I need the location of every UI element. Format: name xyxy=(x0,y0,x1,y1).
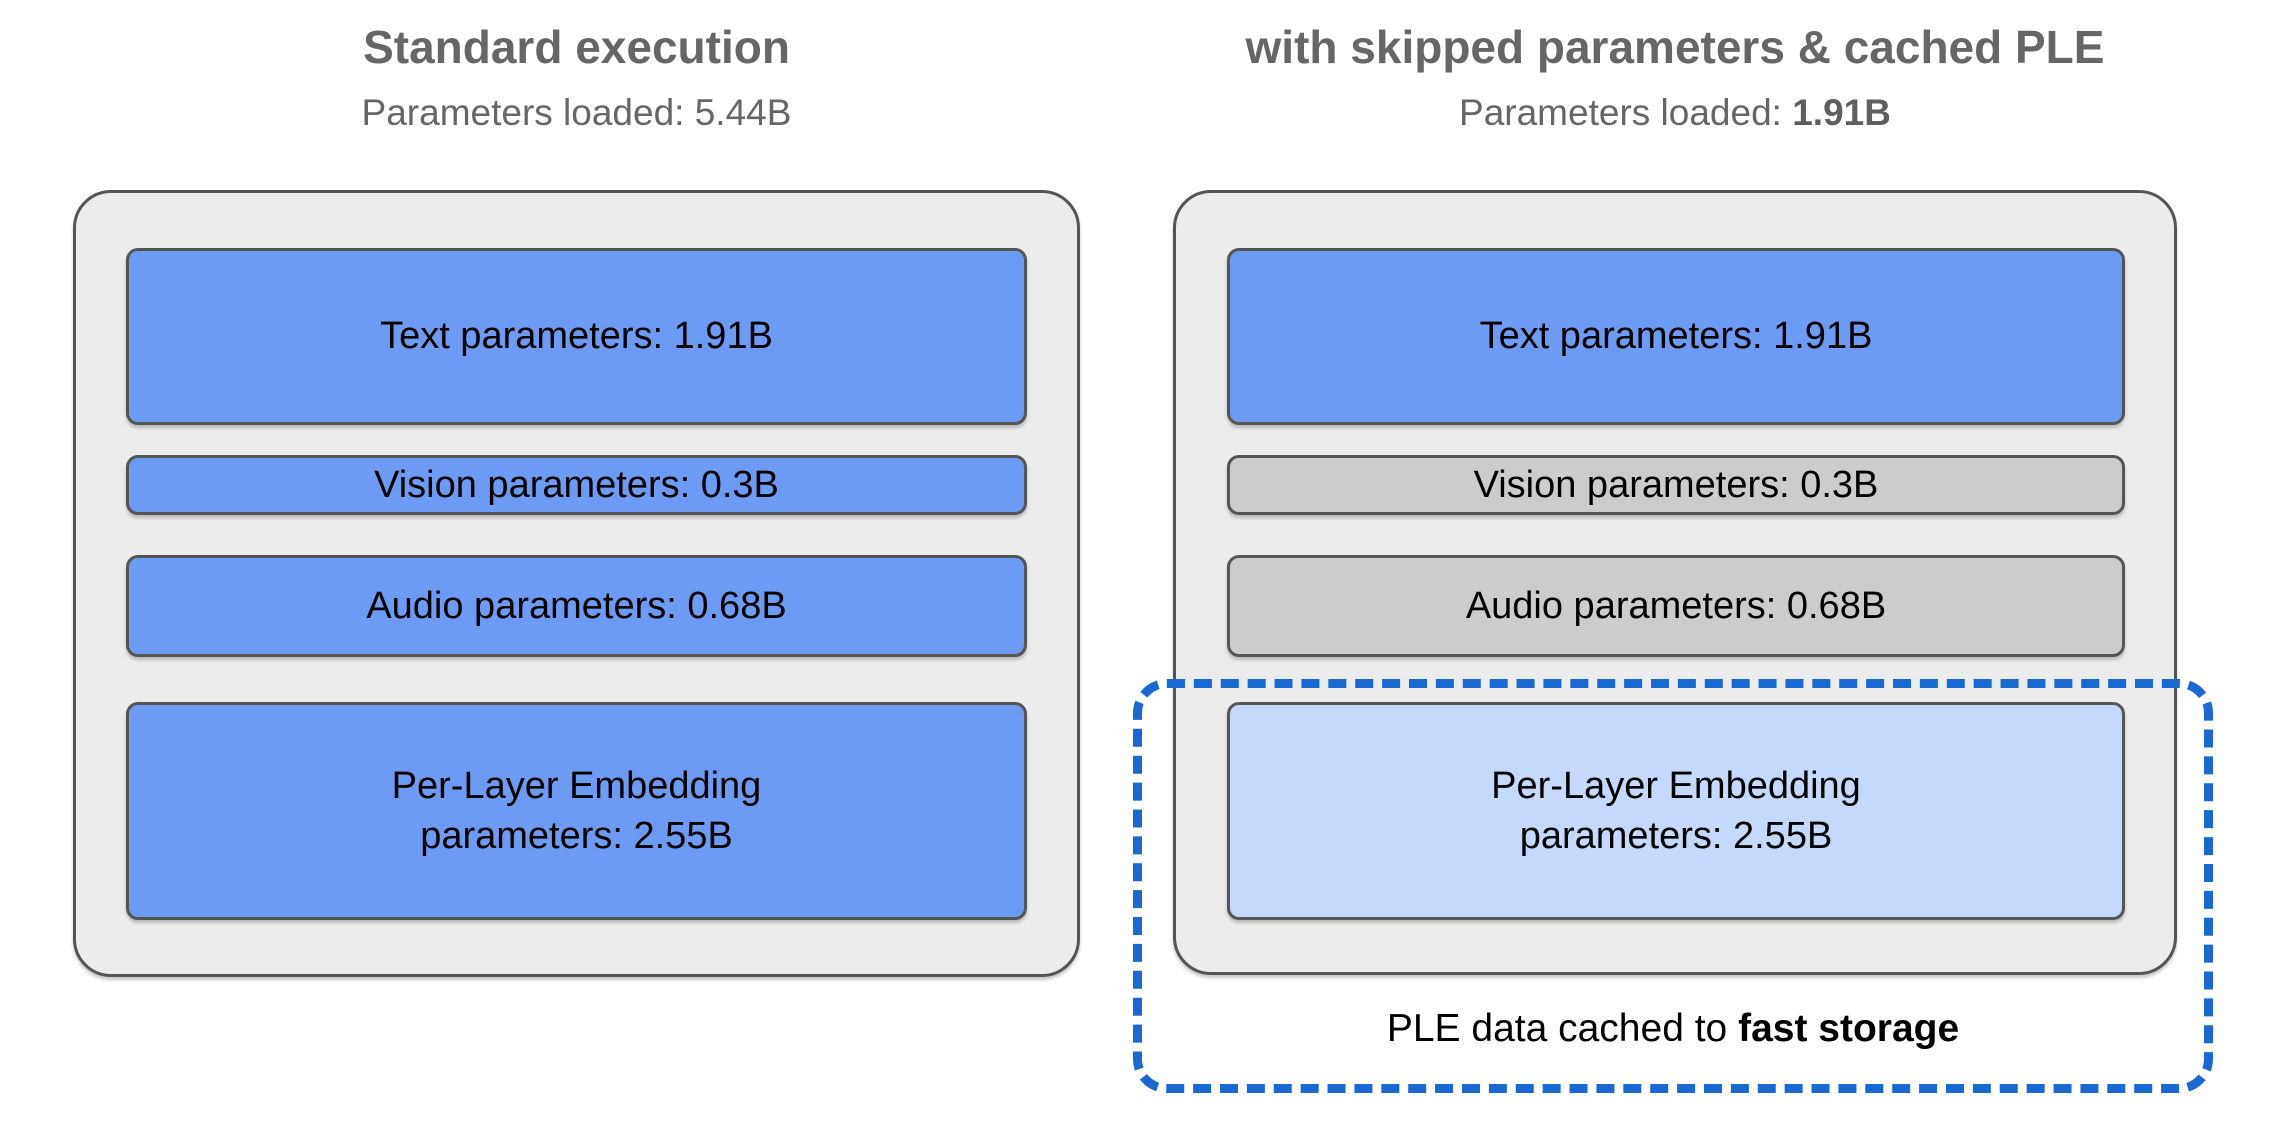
optimized-text-parameters-block: Text parameters: 1.91B xyxy=(1227,248,2125,425)
standard-audio-parameters-label: Audio parameters: 0.68B xyxy=(366,584,787,627)
right-subtitle-value: 1.91B xyxy=(1792,91,1891,133)
left-subtitle-prefix: Parameters loaded: xyxy=(361,91,695,133)
cache-caption-emphasis: fast storage xyxy=(1738,1007,1960,1050)
optimized-ple-line-1: Per-Layer Embedding xyxy=(1491,764,1861,807)
cache-caption-prefix: PLE data cached to xyxy=(1386,1007,1739,1050)
right-column-header: with skipped parameters & cached PLE Par… xyxy=(1173,22,2177,133)
optimized-ple-line-2: parameters: 2.55B xyxy=(1519,815,1833,857)
standard-ple-line-1: Per-Layer Embedding xyxy=(391,764,762,807)
standard-text-parameters-block: Text parameters: 1.91B xyxy=(126,248,1027,425)
optimized-audio-parameters-label: Audio parameters: 0.68B xyxy=(1465,584,1887,627)
optimized-text-parameters-label: Text parameters: 1.91B xyxy=(1479,315,1873,358)
standard-text-parameters-label: Text parameters: 1.91B xyxy=(380,315,773,358)
left-panel-subtitle: Parameters loaded: 5.44B xyxy=(73,91,1080,134)
left-subtitle-value: 5.44B xyxy=(694,91,792,133)
optimized-vision-parameters-label: Vision parameters: 0.3B xyxy=(1473,463,1879,506)
right-subtitle-prefix: Parameters loaded: xyxy=(1459,91,1793,133)
optimized-vision-parameters-block-skipped: Vision parameters: 0.3B xyxy=(1227,455,2125,515)
right-panel-title: with skipped parameters & cached PLE xyxy=(1245,21,2105,73)
optimized-ple-parameters-block-cached: Per-Layer Embedding parameters: 2.55B xyxy=(1227,702,2125,920)
optimized-audio-parameters-block-skipped: Audio parameters: 0.68B xyxy=(1227,555,2125,657)
standard-audio-parameters-block: Audio parameters: 0.68B xyxy=(126,555,1027,657)
standard-ple-parameters-block: Per-Layer Embedding parameters: 2.55B xyxy=(126,702,1027,920)
left-column-header: Standard execution Parameters loaded: 5.… xyxy=(73,22,1080,133)
standard-ple-line-2: parameters: 2.55B xyxy=(420,815,733,857)
cache-caption: PLE data cached to fast storage xyxy=(1133,1007,2213,1051)
optimized-ple-parameters-label: Per-Layer Embedding parameters: 2.55B xyxy=(1491,761,1861,861)
standard-vision-parameters-block: Vision parameters: 0.3B xyxy=(126,455,1027,515)
standard-vision-parameters-label: Vision parameters: 0.3B xyxy=(374,463,779,506)
right-panel-subtitle: Parameters loaded: 1.91B xyxy=(1173,91,2177,134)
left-panel-title: Standard execution xyxy=(363,21,790,73)
standard-ple-parameters-label: Per-Layer Embedding parameters: 2.55B xyxy=(392,761,762,861)
